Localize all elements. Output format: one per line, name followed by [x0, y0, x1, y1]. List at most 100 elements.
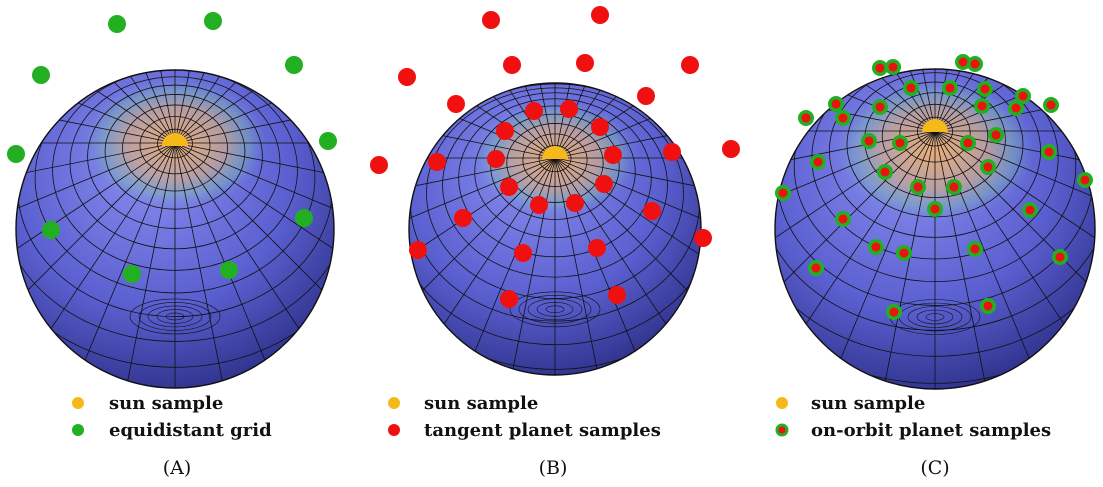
grid-meridian-line — [775, 130, 936, 381]
grid-meridian-line — [554, 157, 701, 375]
legend-label: equidistant grid — [109, 420, 272, 441]
orbit-sample-core — [963, 138, 973, 148]
grid-meridian-line — [16, 70, 176, 144]
grid-meridian-line — [174, 70, 334, 144]
grid-meridian-line — [16, 142, 176, 278]
orbit-sample-core — [889, 307, 899, 317]
planet-sample-dot — [370, 156, 388, 174]
legend-label: tangent planet samples — [424, 420, 661, 441]
grid-sample-dot — [220, 261, 238, 279]
grid-sample-dot — [319, 132, 337, 150]
legend-label: sun sample — [109, 393, 223, 414]
orbit-sample-core — [980, 84, 990, 94]
orbit-sample-core — [1080, 175, 1090, 185]
planet-sample-dot — [722, 140, 740, 158]
orbit-sample-core — [949, 182, 959, 192]
grid-meridian-line — [16, 70, 176, 144]
grid-meridian-line — [174, 70, 310, 144]
orbit-sample-core — [1011, 103, 1021, 113]
grid-meridian-line — [174, 142, 334, 388]
legend-red-marker — [388, 424, 400, 436]
legend: sun sample on-orbit planet samples — [775, 393, 1051, 441]
grid-antipole-line — [545, 305, 565, 314]
grid-meridian-line — [934, 130, 1095, 201]
grid-antipole-line — [527, 298, 583, 321]
grid-meridian-line — [775, 130, 936, 267]
planet-sample-dot — [503, 56, 521, 74]
grid-meridian-line — [174, 70, 334, 144]
legend: sun sample tangent planet samples — [388, 393, 661, 441]
orbit-sample-core — [895, 138, 905, 148]
planet-sample-dot — [604, 146, 622, 164]
grid-meridian-line — [554, 94, 701, 159]
orbit-sample-core — [1055, 252, 1065, 262]
planet-sample-dot — [496, 122, 514, 140]
grid-sample-dot — [32, 66, 50, 84]
grid-meridian-line — [409, 94, 556, 159]
panel-caption: (A) — [163, 457, 192, 479]
legend-label: sun sample — [811, 393, 925, 414]
orbit-sample-core — [970, 59, 980, 69]
grid-meridian-line — [934, 130, 1095, 389]
sun-sample-marker — [542, 146, 568, 159]
legend-sun-marker — [72, 397, 84, 409]
planet-sample-dot — [588, 239, 606, 257]
legend-label: on-orbit planet samples — [811, 420, 1051, 441]
orbit-sample-core — [778, 188, 788, 198]
grid-sample-dot — [295, 209, 313, 227]
grid-meridian-line — [16, 142, 176, 212]
grid-sample-dot — [7, 145, 25, 163]
grid-meridian-line — [799, 69, 936, 132]
planet-sample-dot — [454, 209, 472, 227]
grid-meridian-line — [934, 69, 1095, 132]
grid-antipole-line — [165, 312, 185, 321]
orbit-sample-core — [983, 301, 993, 311]
panel-caption: (B) — [539, 457, 568, 479]
grid-meridian-line — [16, 142, 176, 338]
equidistant-grid-samples — [7, 12, 337, 283]
planet-sample-dot — [500, 290, 518, 308]
grid-antipole-line — [156, 309, 194, 324]
orbit-sample-core — [983, 162, 993, 172]
legend: sun sample equidistant grid — [72, 393, 272, 441]
grid-sample-dot — [285, 56, 303, 74]
planet-sample-dot — [576, 54, 594, 72]
planet-sample-dot — [681, 56, 699, 74]
orbit-sample-core — [838, 214, 848, 224]
grid-meridian-line — [174, 70, 334, 144]
planet-sample-dot — [591, 118, 609, 136]
planet-sample-dot — [447, 95, 465, 113]
planet-sample-dot — [566, 194, 584, 212]
grid-antipole-line — [147, 305, 203, 328]
planet-sample-dot — [398, 68, 416, 86]
orbit-sample-core — [875, 63, 885, 73]
grid-meridian-line — [16, 142, 176, 388]
orbit-sample-core — [1046, 100, 1056, 110]
sphere-outline — [15, 69, 335, 389]
sphere-outline — [408, 82, 702, 376]
grid-antipole-line — [916, 309, 954, 325]
orbit-sample-core — [888, 62, 898, 72]
orbit-sample-core — [811, 263, 821, 273]
grid-sample-dot — [108, 15, 126, 33]
grid-sample-dot — [42, 221, 60, 239]
panel-a: sun sample equidistant grid (A) — [7, 12, 337, 479]
grid-antipole-line — [129, 298, 221, 335]
legend-sun-marker — [776, 397, 788, 409]
planet-sample-dot — [694, 229, 712, 247]
grid-meridian-line — [174, 142, 334, 212]
planet-sample-dot — [637, 87, 655, 105]
orbit-sample-core — [871, 242, 881, 252]
grid-meridian-line — [174, 74, 334, 144]
grid-meridian-line — [409, 157, 556, 375]
grid-meridian-line — [775, 69, 936, 132]
orbit-sample-core — [899, 248, 909, 258]
panel-b: sun sample tangent planet samples (B) — [370, 6, 740, 479]
grid-meridian-line — [106, 142, 176, 388]
grid-meridian-line — [865, 69, 936, 132]
grid-antipole-line — [925, 313, 945, 321]
grid-meridian-line — [775, 130, 936, 201]
orbit-sample-core — [831, 99, 841, 109]
grid-meridian-line — [775, 69, 936, 132]
